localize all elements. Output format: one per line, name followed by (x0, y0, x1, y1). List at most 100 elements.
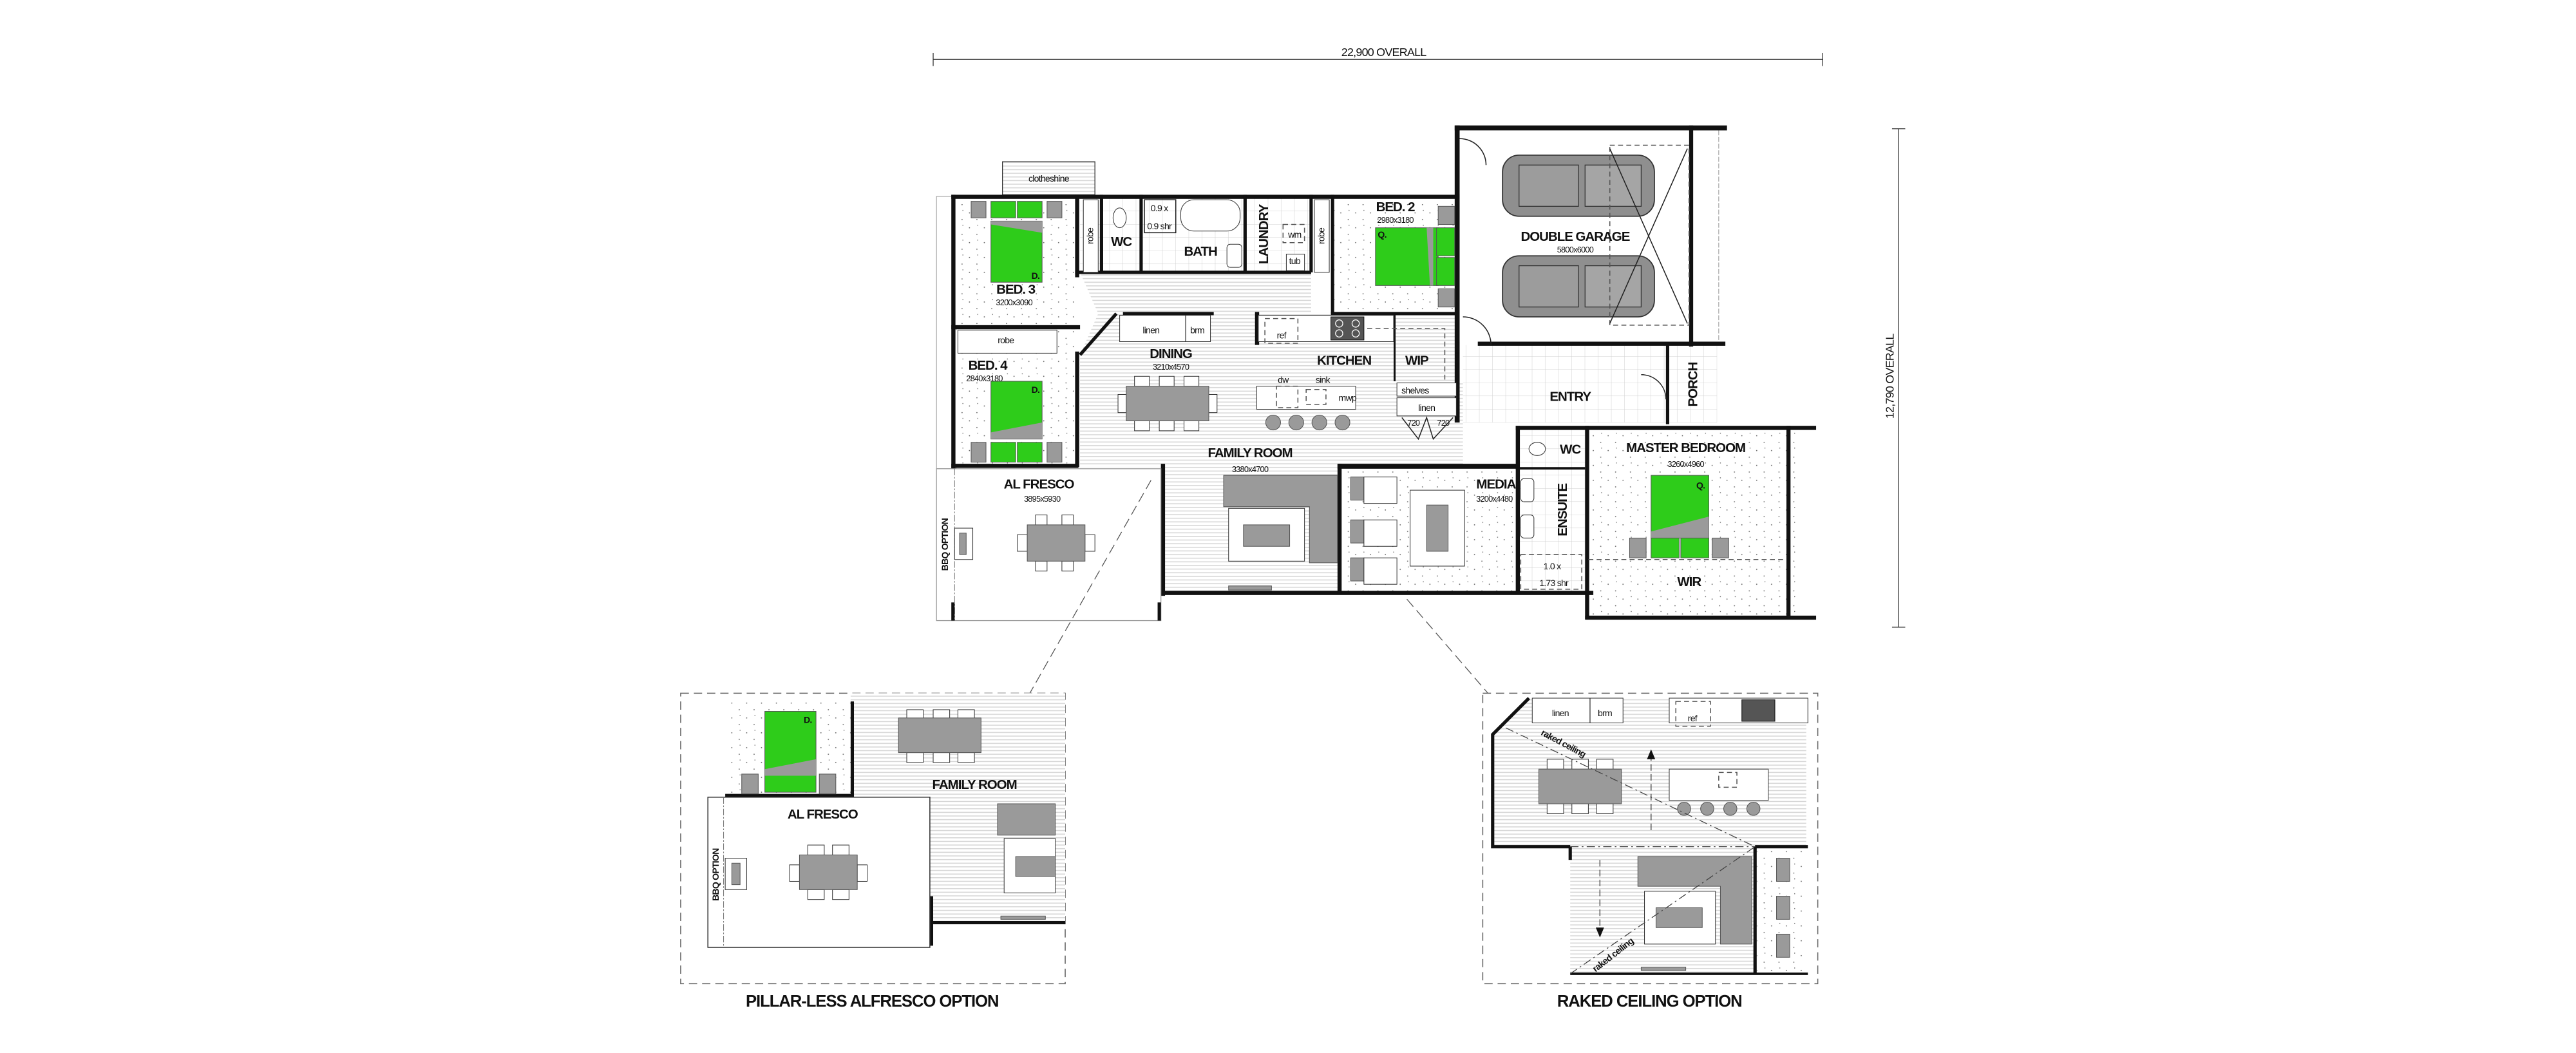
main-floor-plan: clotheshine (936, 125, 1817, 696)
pillow (1017, 201, 1043, 218)
wall (1454, 125, 1460, 423)
recliner-back (1350, 519, 1365, 544)
chair (1117, 394, 1127, 413)
car-bonnet (1584, 265, 1642, 308)
chair (1159, 420, 1175, 432)
shower-size-2: 0.9 shr (1147, 221, 1172, 231)
wall (1337, 464, 1342, 594)
tv-bench (1000, 915, 1046, 920)
toilet-icon (1528, 442, 1546, 456)
wall (850, 701, 855, 797)
car-icon (1502, 154, 1655, 217)
wall (1255, 312, 1260, 345)
wall (1331, 194, 1334, 314)
chair (807, 844, 825, 855)
bedroom-4: robe BED. 4 2840x3180 D. (957, 330, 1063, 463)
washing-machine (1282, 223, 1305, 243)
ensuite-label: ENSUITE (1555, 484, 1570, 536)
hall-cupboards: linen brm (1119, 314, 1211, 342)
stool (1700, 801, 1714, 816)
master-bedroom: MASTER BEDROOM 3260x4960 Q. WIR (1588, 441, 1786, 589)
bathtub-icon (1180, 199, 1241, 232)
chair (1061, 560, 1074, 572)
pillar (1157, 602, 1161, 621)
pillow (990, 442, 1016, 463)
chair (1159, 375, 1175, 387)
wall (1243, 194, 1247, 272)
alfresco: AL FRESCO 3895x5930 BBQ OPTION (936, 468, 1162, 621)
robe-bed2 (1314, 199, 1330, 273)
fridge (1675, 701, 1711, 727)
chair (1184, 375, 1200, 387)
pillow (1436, 257, 1455, 286)
ensuite-floor (1519, 429, 1589, 593)
pillow (990, 201, 1016, 218)
brm-label: brm (1190, 325, 1204, 336)
wall (1585, 426, 1589, 620)
raked-ceiling-line (1506, 727, 1756, 848)
chair (832, 889, 849, 900)
wall (1075, 351, 1079, 468)
wall (1160, 464, 1166, 596)
shelves (1396, 383, 1457, 397)
bed-fold (990, 221, 1043, 233)
angled-wall (1079, 312, 1118, 356)
option-callout-line (1406, 598, 1490, 696)
wall (1585, 615, 1817, 620)
recliner (1776, 933, 1790, 958)
brm-label: brm (1598, 708, 1612, 718)
burner (1351, 319, 1360, 328)
wall (1075, 194, 1079, 278)
wall (1515, 426, 1817, 430)
dining-table (1539, 768, 1622, 804)
recliner (1363, 519, 1397, 547)
bedside-table (1437, 288, 1455, 308)
wall (951, 325, 1081, 330)
wall (1786, 426, 1791, 620)
clothesline: clotheshine (1002, 161, 1095, 196)
chair (1596, 759, 1614, 770)
wall (1331, 312, 1460, 316)
linen-label: linen (1552, 708, 1569, 718)
bed4-size: 2840x3180 (966, 374, 1003, 383)
raked-ceiling-option: linen brm ref raked ceiling raked (1482, 692, 1819, 1010)
kitchen-label: KITCHEN (1317, 353, 1371, 368)
stool (1265, 415, 1281, 431)
laundry: LAUNDRY wm tub robe (1256, 199, 1330, 273)
wall (929, 896, 934, 946)
media-room: MEDIA 3200x4480 (1350, 477, 1517, 585)
overall-width-label: 22,900 OVERALL (1341, 46, 1427, 59)
bed4-label: BED. 4 (969, 358, 1009, 373)
bedside-table (1046, 201, 1063, 218)
stool (1311, 415, 1327, 431)
pillarless-option-title: PILLAR-LESS ALFRESCO OPTION (746, 992, 999, 1010)
chair (1084, 534, 1095, 552)
pillow (1680, 537, 1709, 558)
media-label: MEDIA (1476, 477, 1516, 492)
overall-width-dimension: 22,900 OVERALL (933, 46, 1823, 66)
linen-label: linen (1142, 325, 1159, 336)
bed-fold (990, 422, 1043, 439)
cooktop-icon (1331, 316, 1365, 341)
dining-label: DINING (1150, 346, 1192, 361)
door-swing (1459, 138, 1487, 166)
entry: ENTRY PORCH (1463, 316, 1701, 407)
sink-icon (1305, 389, 1327, 405)
alfresco-label: AL FRESCO (1004, 477, 1075, 492)
laundry-tub (1285, 254, 1305, 271)
sofa (1637, 856, 1752, 945)
recliner (1776, 896, 1790, 920)
door-swing (1463, 316, 1492, 345)
sofa (997, 803, 1056, 836)
ensuite-wc-label: WC (1560, 442, 1581, 457)
wir-label: WIR (1677, 574, 1701, 589)
bed-size-label: D. (1032, 270, 1040, 281)
shower-size-1: 1.0 x (1544, 561, 1561, 571)
robe-bed4 (957, 330, 1057, 354)
alfresco-table (799, 854, 858, 890)
garage-label: DOUBLE GARAGE (1520, 229, 1629, 244)
sofa (1223, 475, 1338, 564)
entry-floor (1463, 345, 1668, 423)
arrow-down-icon (1595, 927, 1604, 938)
shelves-label: shelves (1401, 385, 1429, 395)
